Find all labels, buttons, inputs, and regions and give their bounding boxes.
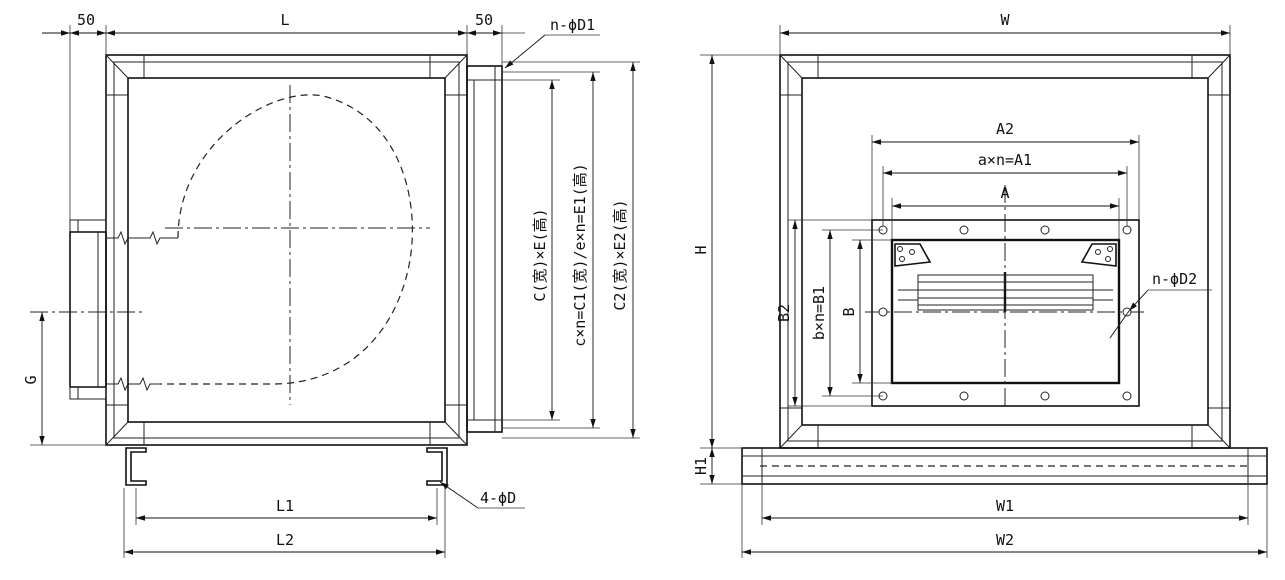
dim-width: W (1000, 11, 1010, 29)
dim-foot-holes: 4-ϕD (480, 489, 516, 507)
dim-foot-overall: L2 (276, 531, 294, 549)
side-casing-inner-frame (113, 61, 460, 439)
dim-b1: b×n=B1 (810, 286, 828, 340)
dim-height: H (692, 245, 710, 254)
dim-outlet-holes: n-ϕD2 (1152, 270, 1197, 288)
dim-inlet-height: G (22, 375, 40, 384)
front-view: W A2 a×n=A1 A H H1 B2 b×n=B1 B (692, 11, 1268, 558)
dim-a: A (1000, 184, 1009, 202)
dim-a1: a×n=A1 (978, 151, 1032, 169)
side-casing-outer (105, 54, 468, 446)
outlet-flange (466, 65, 503, 433)
dim-flange-left: 50 (77, 11, 95, 29)
dim-flange-right: 50 (475, 11, 493, 29)
dim-b: B (840, 307, 858, 316)
dim-base-height: H1 (692, 457, 710, 475)
base-frame (741, 447, 1268, 485)
foot-right (426, 447, 448, 486)
dim-base-w2: W2 (996, 531, 1014, 549)
dim-bolt-holes: n-ϕD1 (550, 16, 595, 34)
scroll-housing-outline (160, 94, 413, 385)
dim-a2: A2 (996, 120, 1014, 138)
foot-left (125, 447, 147, 486)
dim-outlet-size: C(宽)×E(高) (531, 208, 549, 301)
dim-flange-size: C2(宽)×E2(高) (611, 199, 629, 310)
dim-b2: B2 (775, 304, 793, 322)
dim-length: L (280, 11, 289, 29)
inlet-collar (69, 231, 107, 388)
bracket-left (894, 243, 932, 267)
bracket-right (1080, 243, 1117, 267)
front-panel (801, 77, 1209, 426)
dim-base-w1: W1 (996, 497, 1014, 515)
dim-outlet-bolt-pattern: c×n=C1(宽)/e×n=E1(高) (571, 163, 589, 347)
side-panel (127, 77, 446, 423)
side-view: 50 L 50 n-ϕD1 C(宽)×E(高) c×n=C1(宽)/e×n=E1… (22, 11, 640, 558)
dim-foot-spacing: L1 (276, 497, 294, 515)
